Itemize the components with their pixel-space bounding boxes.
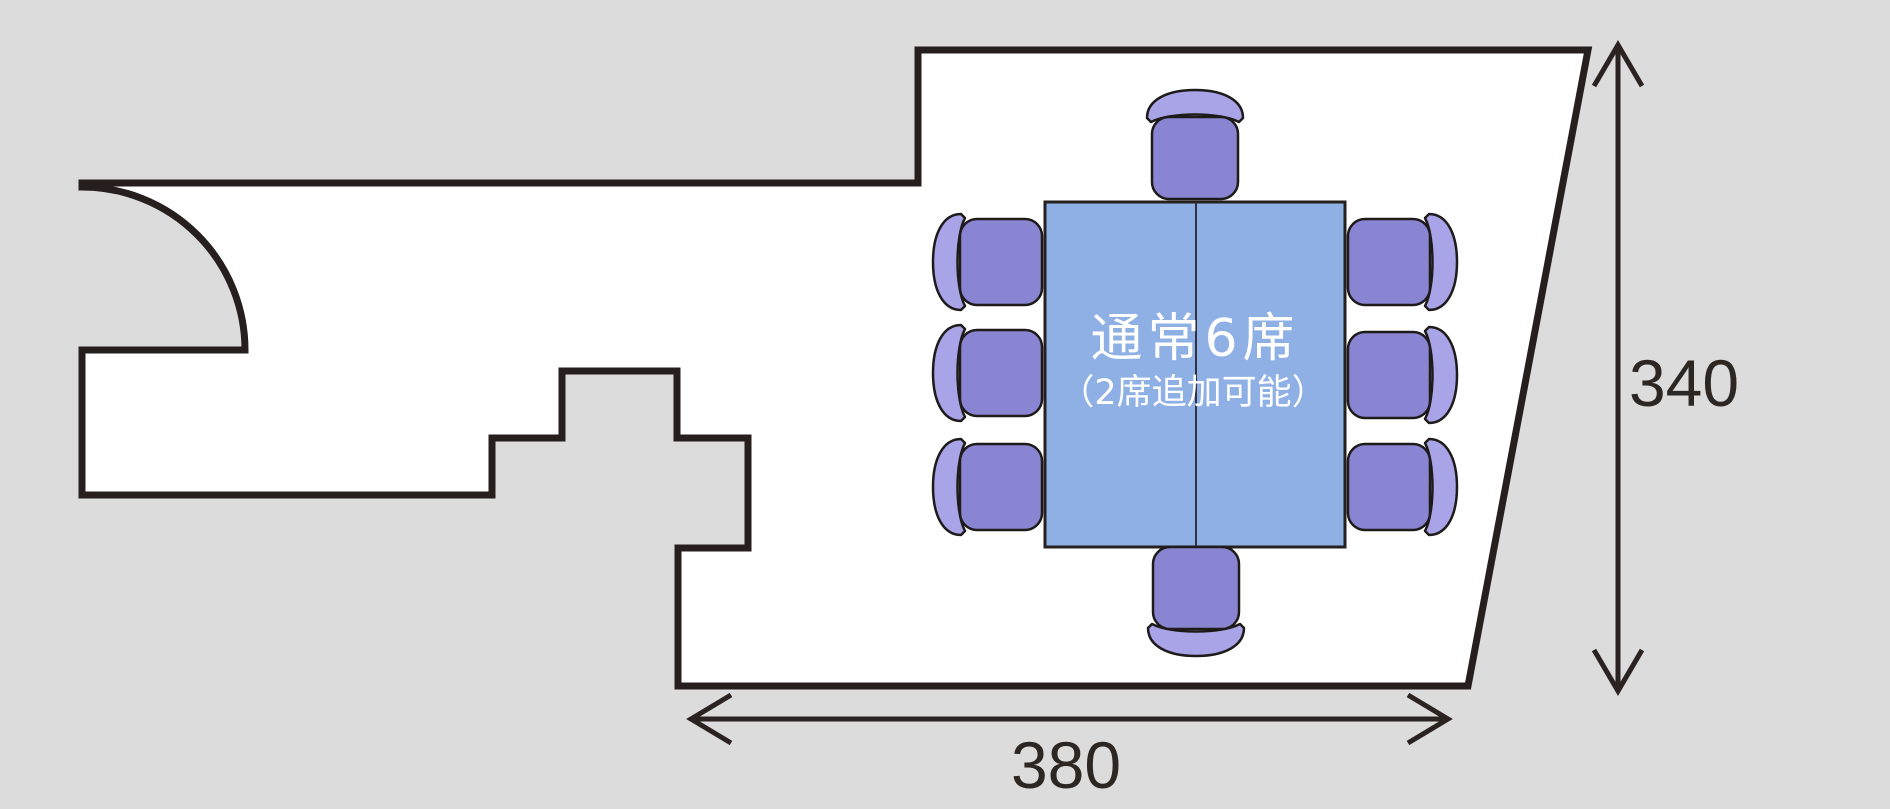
meeting-table (1043, 200, 1347, 549)
arrow-left-icon (686, 692, 733, 746)
chair-right-1 (1346, 212, 1459, 312)
width-dimension-label: 380 (1011, 728, 1121, 802)
chair-top (1145, 88, 1245, 201)
chair-left-1 (931, 212, 1044, 312)
height-dimension-label: 340 (1629, 346, 1739, 420)
chair-bottom (1146, 545, 1246, 658)
table-caption-line2: （2席追加可能） (1059, 373, 1326, 413)
chair-left-2 (931, 323, 1044, 423)
arrow-down-icon (1591, 648, 1645, 696)
table-caption-line1: 通常6席 (1090, 309, 1299, 369)
chair-right-3 (1346, 437, 1459, 537)
chair-left-3 (931, 437, 1044, 537)
width-dimension-arrow (686, 692, 1453, 746)
arrow-up-icon (1591, 40, 1645, 88)
chair-right-2 (1346, 325, 1459, 425)
height-dimension-arrow (1591, 40, 1645, 696)
arrow-right-icon (1406, 692, 1453, 746)
